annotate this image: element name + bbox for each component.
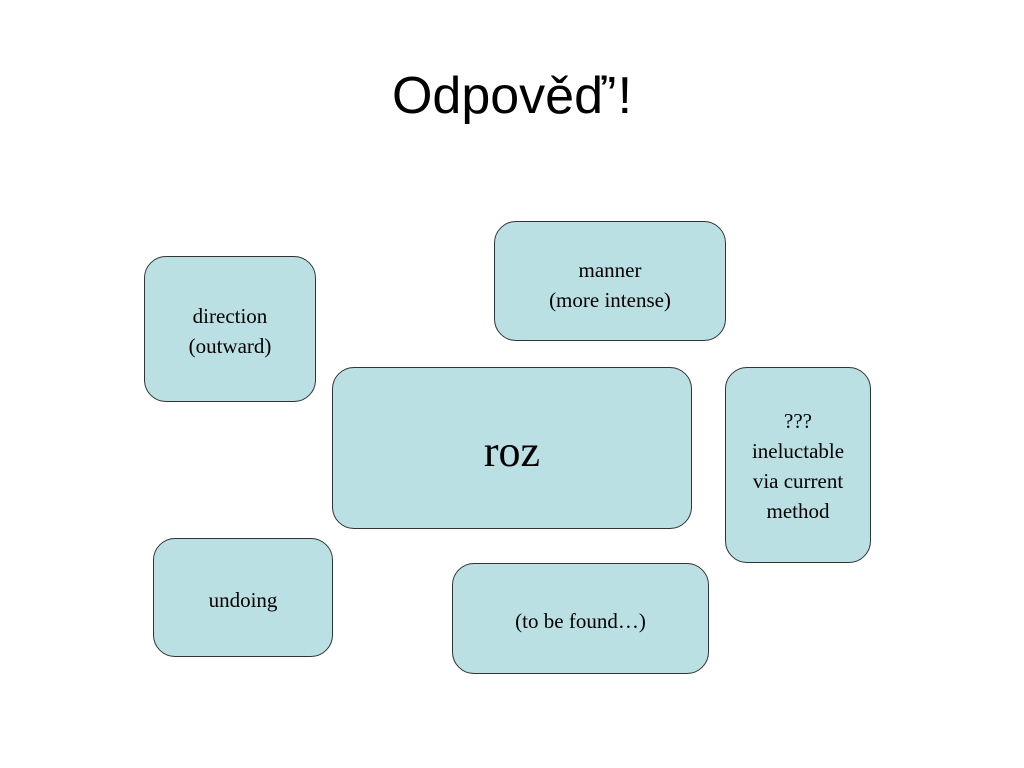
- slide-title: Odpověď’!: [391, 67, 633, 125]
- meaning-box-to-be-found: (to be found…): [452, 563, 709, 674]
- meaning-box-manner: manner (more intense): [494, 221, 726, 341]
- meaning-box-unknown: ??? ineluctable via current method: [725, 367, 871, 563]
- meaning-label-to-be-found: (to be found…): [515, 609, 646, 633]
- meaning-label-undoing: undoing: [208, 588, 278, 612]
- center-box-roz: roz: [332, 367, 692, 529]
- meaning-box-undoing: undoing: [153, 538, 333, 657]
- meaning-label-direction: direction (outward): [188, 304, 272, 358]
- meaning-label-unknown: ??? ineluctable via current method: [751, 409, 845, 523]
- center-label: roz: [483, 427, 541, 476]
- meaning-label-manner: manner (more intense): [549, 258, 671, 312]
- meaning-box-direction: direction (outward): [144, 256, 316, 402]
